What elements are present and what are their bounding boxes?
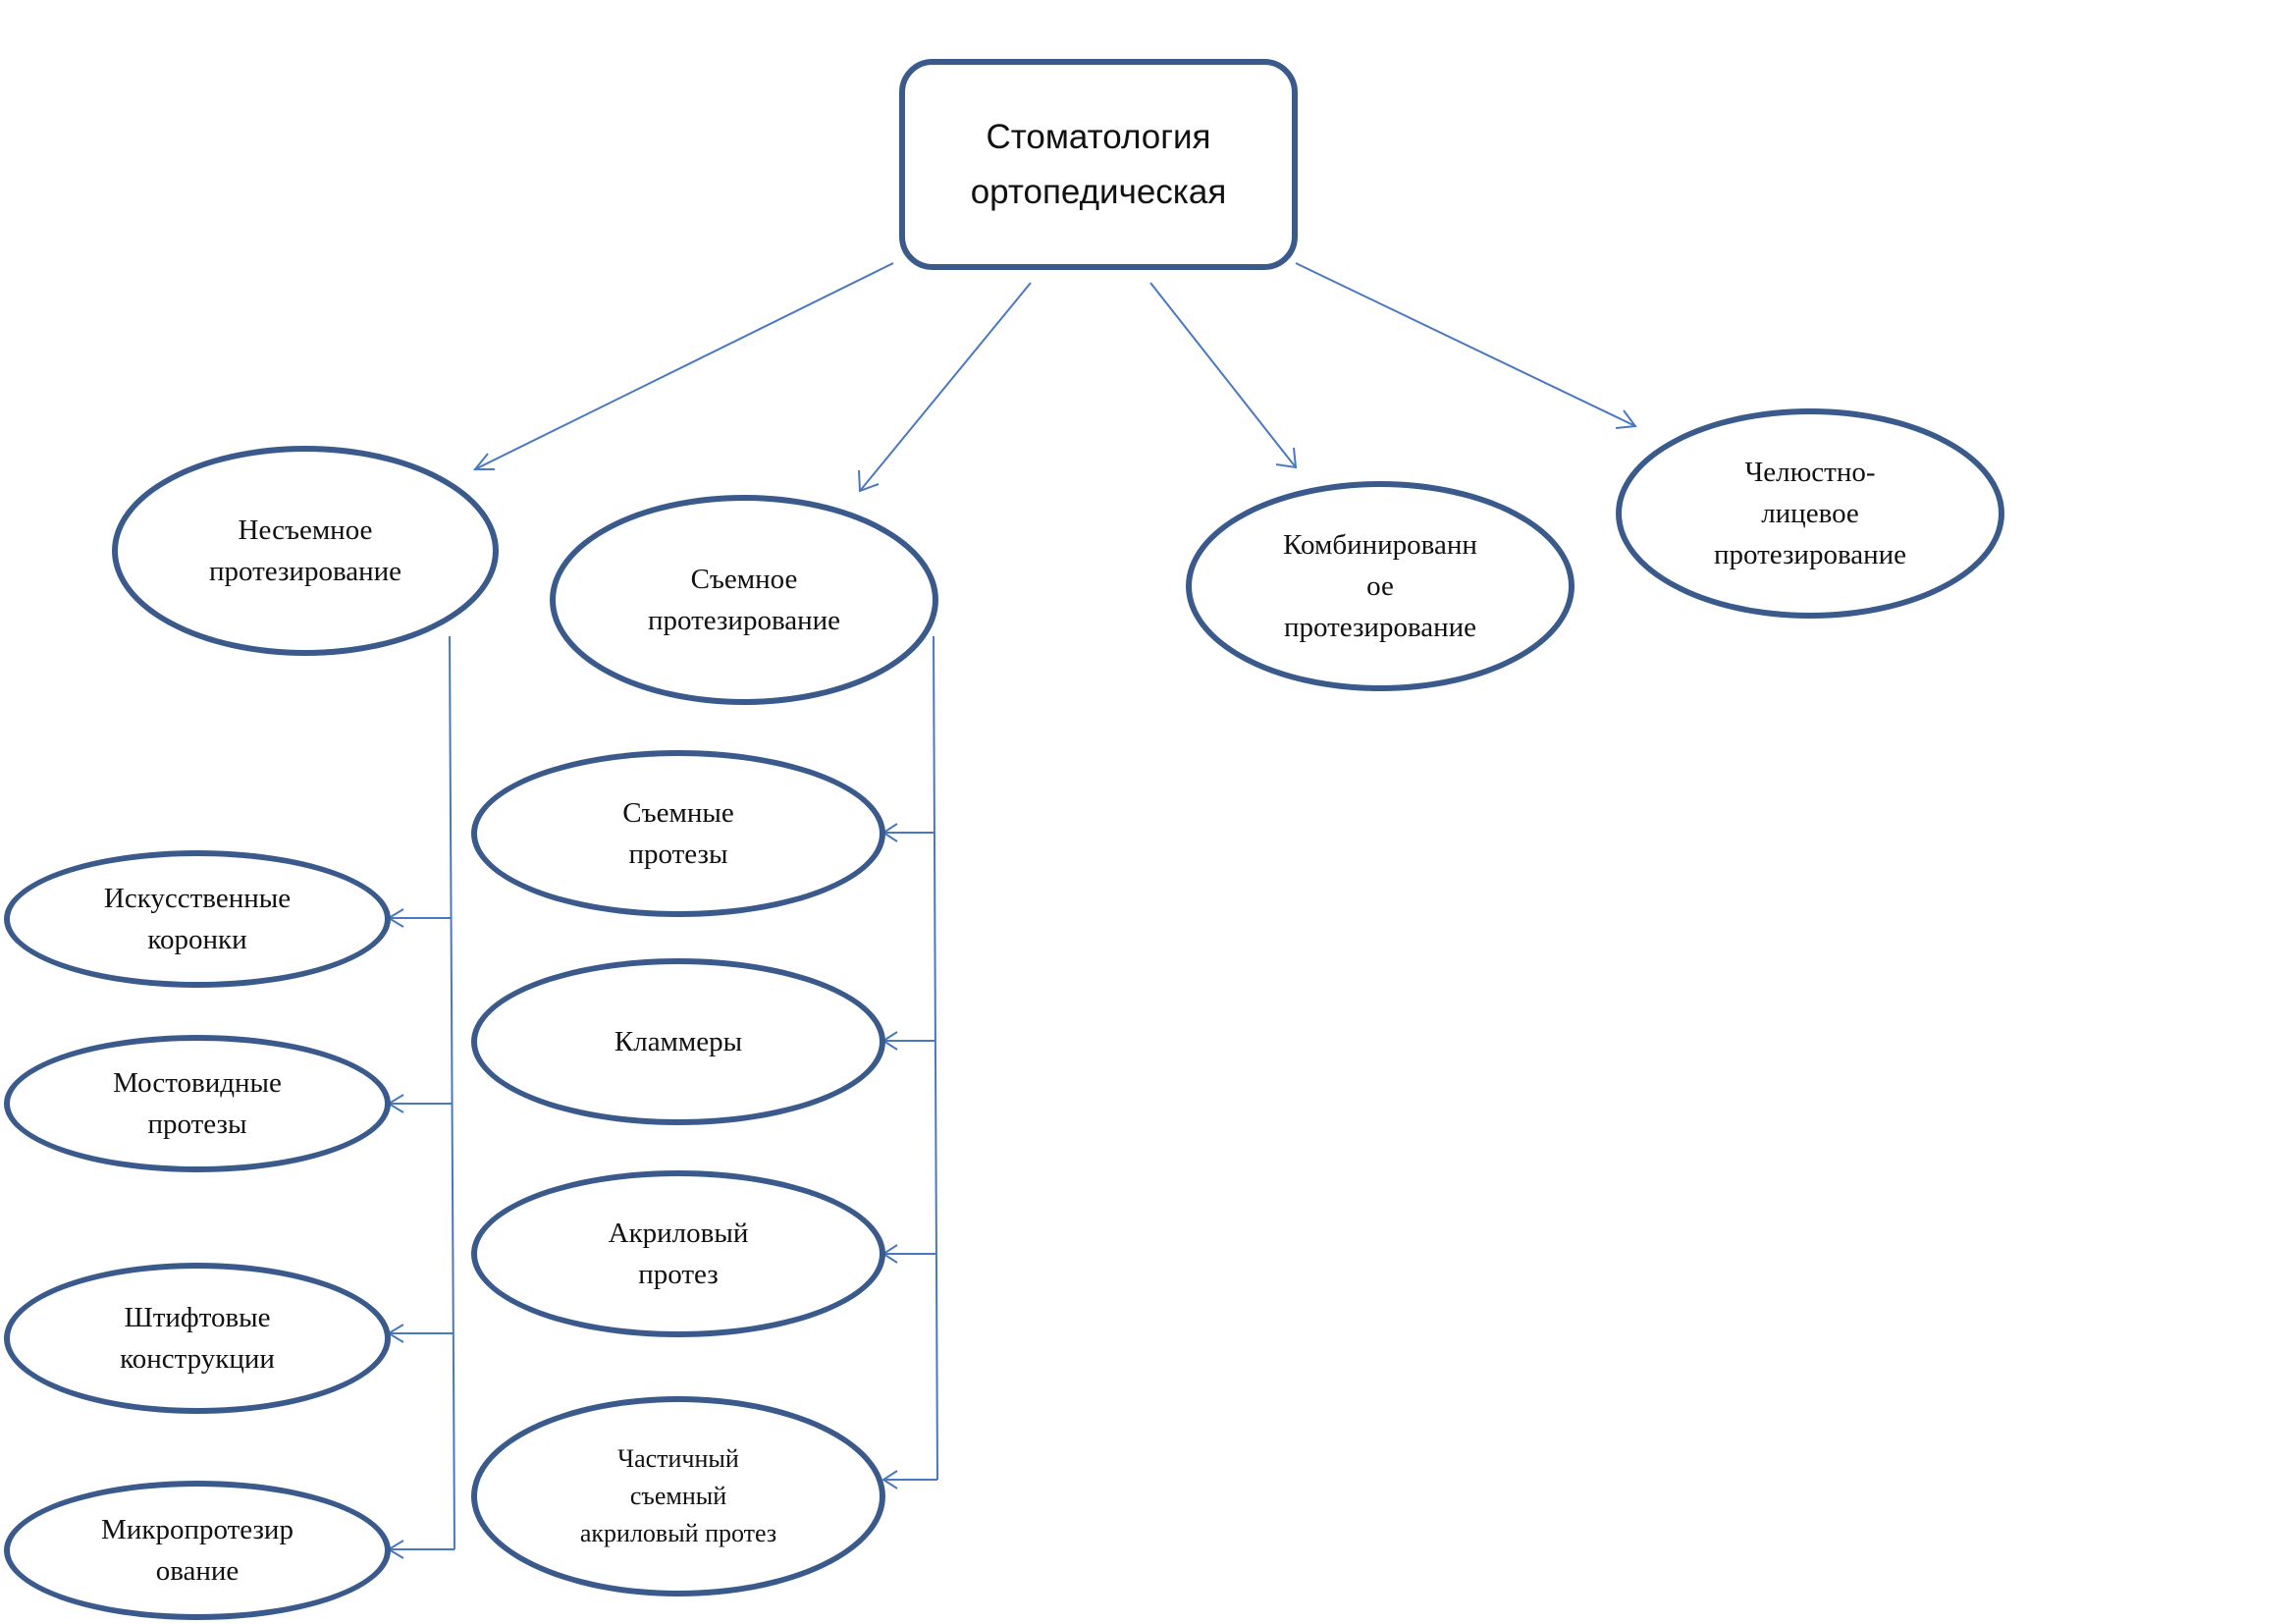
node-fixed-label: Несъемное протезирование [208,514,402,587]
node-removable-prosthetics: Съемное протезирование [550,495,938,705]
node-maxillofacial-prosthetics: Челюстно- лицевое протезирование [1616,408,2004,619]
node-removable-dentures: Съемные протезы [471,750,885,917]
node-acrylic-prosthesis-label: Акриловый протез [608,1218,749,1290]
root-node: Стоматология ортопедическая [899,59,1298,270]
node-maxillofacial-label: Челюстно- лицевое протезирование [1713,457,1907,570]
node-microprosthetics: Микропротезир ование [4,1481,391,1620]
node-fixed-prosthetics: Несъемное протезирование [112,446,499,656]
arrow-root-to-removable [859,282,1032,492]
node-artificial-crowns: Искусственные коронки [4,850,391,988]
arrow-root-to-fixed [474,262,894,470]
removable-trunk [933,635,938,1481]
node-bridges: Мостовидные протезы [4,1035,391,1172]
node-combined-prosthetics: Комбинированн ое протезирование [1186,481,1575,691]
node-combined-label: Комбинированн ое протезирование [1283,529,1477,643]
node-bridges-label: Мостовидные протезы [113,1067,282,1140]
node-microprosthetics-label: Микропротезир ование [101,1514,294,1587]
fixed-trunk [449,635,455,1550]
root-title-line2: ортопедическая [970,172,1227,211]
node-removable-label: Съемное протезирование [647,564,841,636]
node-acrylic-prosthesis: Акриловый протез [471,1170,885,1337]
node-post-constructions-label: Штифтовые конструкции [120,1302,275,1375]
node-clasps-label: Кламмеры [614,1026,743,1057]
node-partial-removable-acrylic-label: Частичный съемный акриловый протез [579,1444,777,1547]
node-partial-removable-acrylic: Частичный съемный акриловый протез [471,1396,885,1597]
arrowhead-removable [858,469,880,493]
root-title-line1: Стоматология [986,117,1211,156]
arrow-root-to-combined [1149,282,1297,468]
arrow-root-to-maxillofacial [1295,262,1636,427]
arrowhead-removable-4 [881,1470,898,1489]
arrowhead-fixed [472,453,495,470]
node-removable-dentures-label: Съемные протезы [622,797,734,870]
arrowhead-maxillofacial [1615,409,1637,429]
node-artificial-crowns-label: Искусственные коронки [103,883,292,955]
node-post-constructions: Штифтовые конструкции [4,1263,391,1414]
arrowhead-combined [1275,447,1298,469]
node-clasps: Кламмеры [471,958,885,1125]
